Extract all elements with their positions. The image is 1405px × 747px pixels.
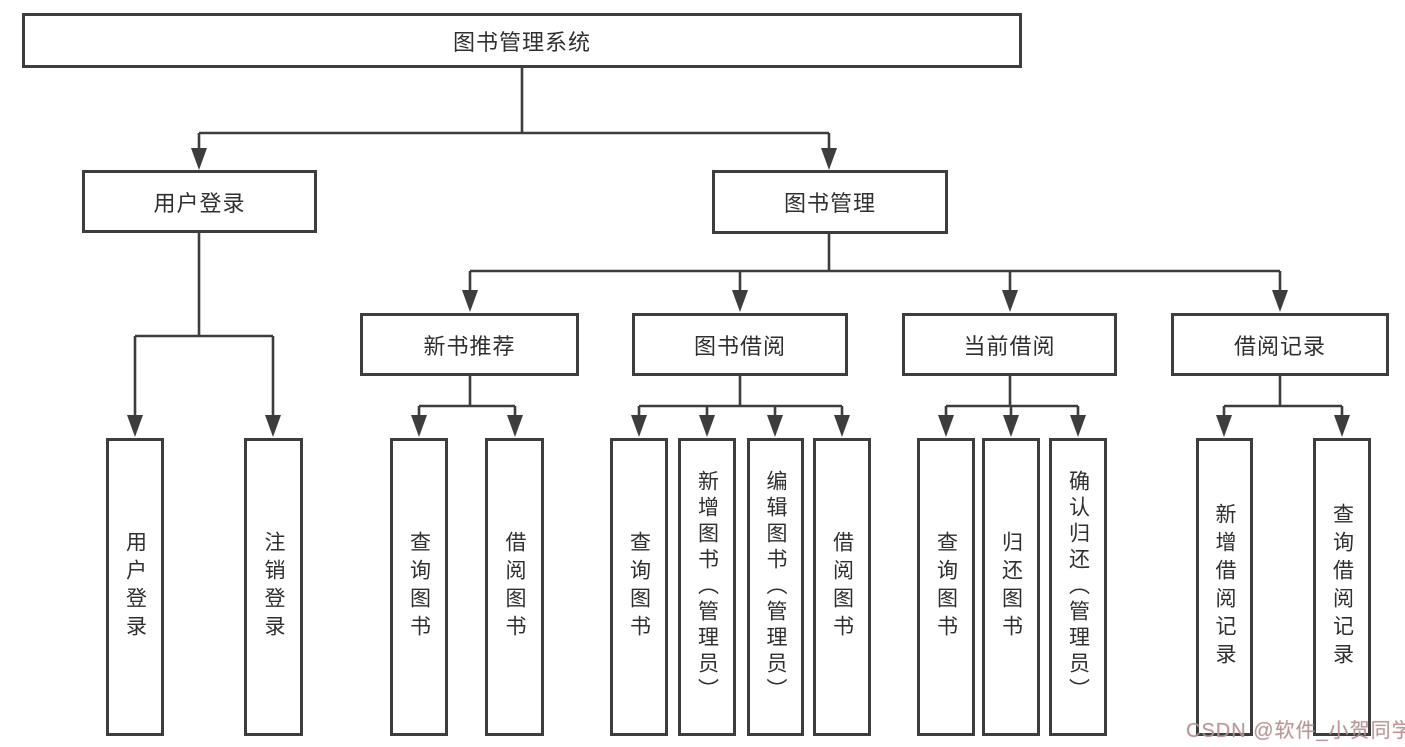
leaf-label: 查询图书 [407, 531, 431, 643]
leaf-query-books-borrowing: 查询图书 [610, 438, 668, 736]
node-book-management: 图书管理 [712, 170, 948, 234]
leaf-label: 新增借阅记录 [1213, 503, 1236, 671]
leaf-add-borrow-record: 新增借阅记录 [1196, 438, 1253, 736]
node-book-borrowing: 图书借阅 [632, 313, 848, 376]
leaf-confirm-return-admin: 确认归还（管理员） [1049, 438, 1107, 736]
leaf-label: 确认归还（管理员） [1066, 470, 1090, 704]
leaf-query-books-recommend: 查询图书 [390, 438, 448, 736]
leaf-label: 查询借阅记录 [1330, 503, 1354, 671]
leaf-borrow-books-recommend: 借阅图书 [485, 438, 544, 736]
leaf-borrow-books: 借阅图书 [813, 438, 871, 736]
node-root-library-system: 图书管理系统 [22, 13, 1022, 68]
node-new-book-recommend: 新书推荐 [360, 313, 579, 376]
leaf-query-borrow-record: 查询借阅记录 [1313, 438, 1371, 736]
leaf-add-books-admin: 新增图书（管理员） [678, 438, 736, 736]
node-user-login: 用户登录 [82, 170, 317, 233]
leaf-user-login: 用户登录 [106, 438, 164, 736]
leaf-logout: 注销登录 [244, 438, 303, 736]
leaf-label: 注销登录 [262, 531, 285, 643]
leaf-query-books-current: 查询图书 [917, 438, 975, 736]
leaf-label: 新增图书（管理员） [695, 470, 719, 704]
leaf-label: 归还图书 [999, 531, 1023, 643]
leaf-label: 借阅图书 [503, 531, 526, 643]
leaf-label: 查询图书 [627, 531, 651, 643]
leaf-label: 借阅图书 [830, 531, 854, 643]
leaf-edit-books-admin: 编辑图书（管理员） [747, 438, 804, 736]
node-borrow-records: 借阅记录 [1171, 313, 1389, 376]
leaf-label: 用户登录 [123, 531, 147, 643]
node-current-borrowing: 当前借阅 [902, 313, 1117, 376]
csdn-watermark: CSDN @软件_小贺同学 [1186, 720, 1405, 742]
leaf-label: 编辑图书（管理员） [764, 470, 787, 704]
leaf-return-books: 归还图书 [982, 438, 1040, 736]
leaf-label: 查询图书 [934, 531, 958, 643]
